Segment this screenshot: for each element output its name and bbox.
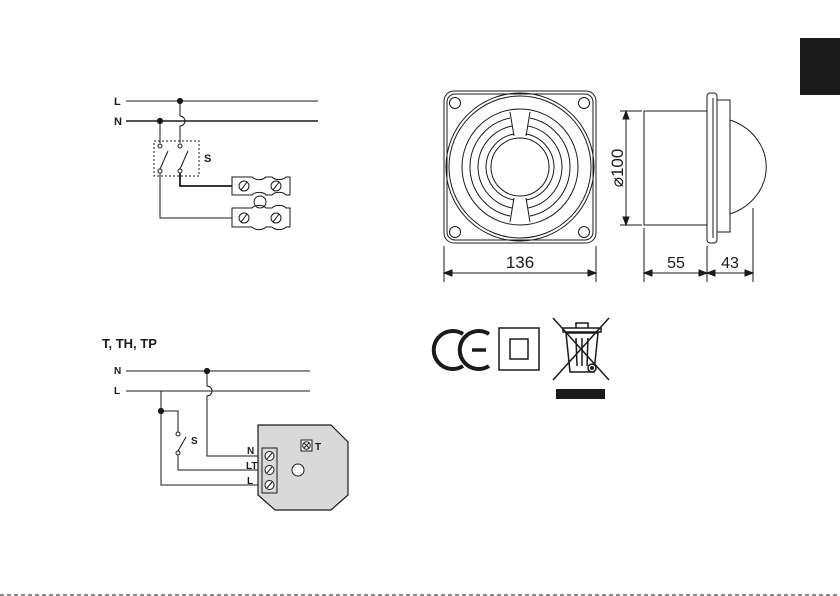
switch-lever [178,437,186,451]
switch-lever [160,151,168,169]
ce-mark-icon [434,331,489,369]
fan-dome [730,120,766,214]
double-insulation-icon [499,328,539,370]
neutral-drop [207,371,262,456]
protrusion-dimension: 43 [721,255,739,272]
indicator-hole [292,464,304,476]
wiring-diagram-timer: T, TH, TP N L S N LT L T [102,336,348,510]
weee-bar [556,389,605,399]
switch-label: S [191,436,198,447]
width-dimension: 136 [506,253,534,272]
line-label: L [114,96,121,108]
neutral-label: N [114,366,121,377]
neutral-label: N [114,116,122,128]
page-tab [800,38,840,95]
fan-side-view [620,93,766,282]
crossed-bin-icon [553,318,609,380]
mounting-hole [579,98,590,109]
wiring-diagram-standard: L N S [114,96,318,230]
mounting-hole [579,227,590,238]
switch-lever [180,151,188,169]
switch-feed [161,411,178,432]
terminal-lt-label: LT [246,461,257,472]
fan-hub [491,138,549,196]
mounting-hole [450,98,461,109]
terminal-block [232,177,290,230]
terminal-n-label: N [247,446,254,457]
line-label: L [114,386,120,397]
switched-line-wire [180,173,232,186]
timer-label: T [315,442,321,453]
neutral-out-wire [160,173,232,218]
depth-dimension: 55 [667,255,685,272]
variant-heading: T, TH, TP [102,336,157,351]
diameter-dimension: ⌀100 [608,149,627,188]
switch-label: S [204,153,211,165]
fan-louvres [470,112,570,222]
mounting-hole [450,227,461,238]
line-drop [180,101,185,143]
terminal-l-label: L [247,476,253,487]
